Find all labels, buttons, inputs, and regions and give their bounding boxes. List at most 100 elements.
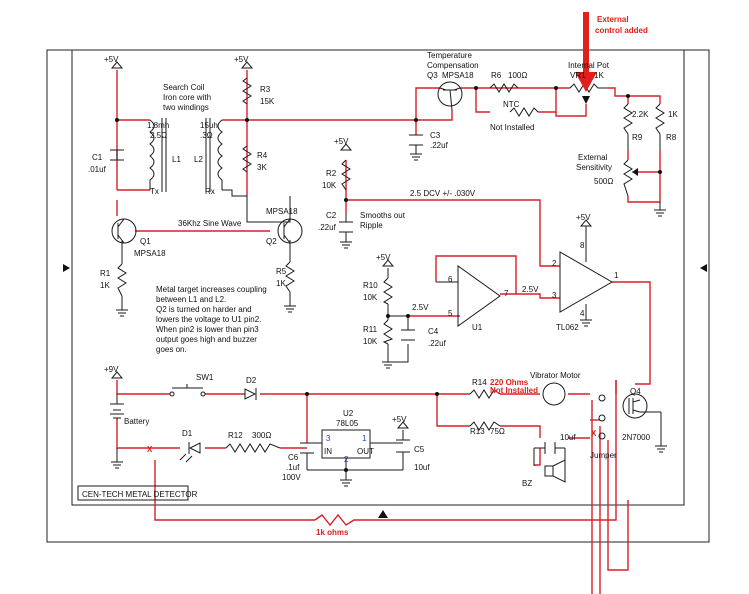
ext-sens-2: Sensitivity — [576, 163, 612, 172]
r13-label: R13 — [470, 427, 485, 436]
desc-6: output goes high and buzzer — [156, 335, 257, 344]
c2-label: C2 — [326, 211, 337, 220]
r1-label: R1 — [100, 269, 111, 278]
u2-pin3: 3 — [326, 434, 331, 443]
resistor-r6 — [489, 83, 519, 93]
resistor-r2 — [341, 159, 351, 191]
q3-label: Q3 — [427, 71, 438, 80]
ntc-label: NTC — [503, 100, 520, 109]
ext-pot-wiper-icon — [632, 168, 638, 176]
transistor-q3 — [437, 81, 463, 107]
tx-label: Tx — [150, 187, 159, 196]
q4-label: Q4 — [630, 387, 641, 396]
capacitors — [110, 134, 556, 454]
c2-value: .22uf — [318, 223, 337, 232]
vcc-label-2: +5V — [234, 55, 249, 64]
r8-label: R8 — [666, 133, 677, 142]
power-symbols — [110, 61, 668, 487]
r6-value: 100Ω — [508, 71, 527, 80]
u1-label: U1 — [472, 323, 483, 332]
resistor-r12 — [225, 443, 281, 453]
inner-frame — [71, 49, 685, 506]
c4-label: C4 — [428, 327, 439, 336]
title-box-label: CEN-TECH METAL DETECTOR — [82, 490, 198, 499]
vr1-value: 1K — [594, 71, 604, 80]
bz-label: BZ — [522, 479, 532, 488]
jumper-pin-2 — [598, 414, 606, 422]
l2-value-1: 15uh — [200, 121, 218, 130]
c5-label: C5 — [414, 445, 425, 454]
search-coil-2: Iron core with — [163, 93, 211, 102]
pot-external — [623, 159, 633, 197]
regulator-u2 — [321, 429, 371, 459]
r9-value: 2.2K — [632, 110, 649, 119]
c6-value-1: .1uf — [286, 463, 300, 472]
external-control-arrow-icon — [583, 12, 589, 76]
right-arrow-icon — [700, 264, 707, 272]
sine-label: 36Khz Sine Wave — [178, 219, 242, 228]
vr1-label: VR1 — [570, 71, 586, 80]
transistor-q4 — [622, 393, 648, 419]
resistor-r10 — [382, 277, 393, 305]
coil-l1 — [149, 119, 155, 190]
smooth-2: Ripple — [360, 221, 383, 230]
junction-dots — [115, 86, 662, 472]
temp-comp-2: Compensation — [427, 61, 479, 70]
battery-label: Battery — [124, 417, 149, 426]
l1-value-1: 1.8mh — [147, 121, 169, 130]
internal-pot-label: Internal Pot — [568, 61, 610, 70]
q1-label: Q1 — [140, 237, 151, 246]
r2-label: R2 — [326, 169, 337, 178]
voltage-2v5-b: 2.5V — [522, 285, 539, 294]
q2-label: Q2 — [266, 237, 277, 246]
c4-value: .22uf — [428, 339, 447, 348]
r11-label: R11 — [363, 325, 378, 334]
text-labels: External control added 1k ohms 220 Ohms … — [82, 15, 678, 537]
r14-value: 220 Ohms — [490, 378, 529, 387]
r3-label: R3 — [260, 85, 271, 94]
smooth-1: Smooths out — [360, 211, 406, 220]
u2-pin2: 2 — [344, 455, 349, 464]
one-k-ohms-label: 1k ohms — [316, 528, 349, 537]
vcc-label-4: +5V — [576, 213, 591, 222]
u1b-pin1: 1 — [614, 271, 619, 280]
vcc-label-5: +5V — [376, 253, 391, 262]
resistor-r5 — [285, 261, 295, 293]
r8-value: 1K — [668, 110, 678, 119]
desc-1: Metal target increases coupling — [156, 285, 267, 294]
voltage-2v5-a: 2.5V — [412, 303, 429, 312]
u1-pin7: 7 — [504, 289, 509, 298]
r13-value: 75Ω — [490, 427, 505, 436]
u2-label: U2 — [343, 409, 354, 418]
c1-value: .01uf — [88, 165, 107, 174]
resistor-r11 — [382, 319, 394, 345]
resistor-r4 — [242, 145, 252, 173]
r12-label: R12 — [228, 431, 243, 440]
q4-type: 2N7000 — [622, 433, 651, 442]
r10-label: R10 — [363, 281, 378, 290]
c7-value: 10uf — [560, 433, 576, 442]
desc-5: When pin2 is lower than pin3 — [156, 325, 259, 334]
resistor-r14 — [469, 389, 501, 399]
x-mark-d1: X — [147, 445, 153, 454]
r9-label: R9 — [632, 133, 643, 142]
transistor-q2 — [277, 218, 303, 244]
transistor-q1 — [111, 218, 137, 244]
d2-label: D2 — [246, 376, 257, 385]
u2-pin1: 1 — [362, 434, 367, 443]
desc-4: lowers the voltage to U1 pin2. — [156, 315, 261, 324]
vibrator-motor — [542, 382, 566, 406]
c6-label: C6 — [288, 453, 299, 462]
desc-7: goes on. — [156, 345, 187, 354]
vcc-label-3: +5V — [334, 137, 349, 146]
c1-label: C1 — [92, 153, 103, 162]
r1-value: 1K — [100, 281, 110, 290]
vcc-label-1: +5V — [104, 55, 119, 64]
r4-label: R4 — [257, 151, 268, 160]
c3-label: C3 — [430, 131, 441, 140]
coils — [149, 118, 247, 197]
tl062-label: TL062 — [556, 323, 579, 332]
desc-3: Q2 is turned on harder and — [156, 305, 252, 314]
r3-value: 15K — [260, 97, 275, 106]
